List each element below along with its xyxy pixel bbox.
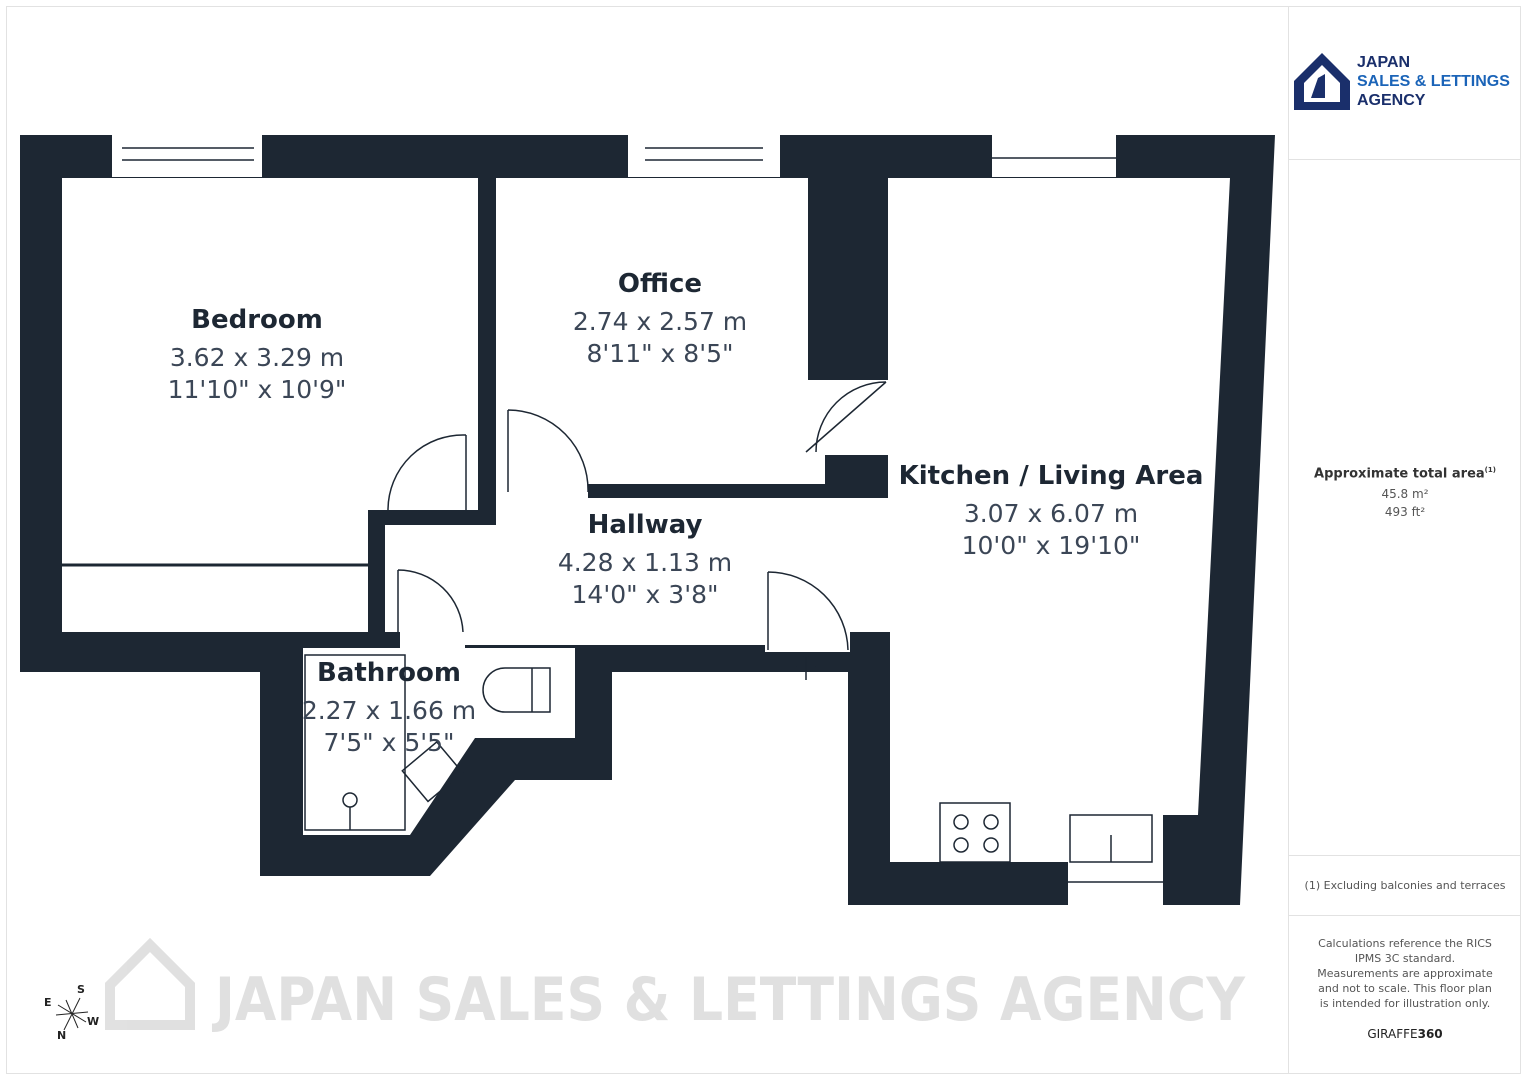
room-name: Bathroom	[317, 658, 461, 688]
area-section: Approximate total area(1) 45.8 m² 493 ft…	[1289, 160, 1521, 856]
entrance-arrow-icon	[795, 653, 817, 680]
kitchen-counter-window	[1068, 862, 1163, 905]
door-swing	[387, 434, 467, 511]
shower-tray	[304, 654, 406, 831]
svg-text:W: W	[87, 1015, 99, 1028]
fixtures	[62, 147, 1163, 883]
hallway-kitchen-floor	[385, 178, 1230, 862]
room-labels: Bedroom 3.62 x 3.29 m 11'10" x 10'9" Off…	[168, 269, 1204, 757]
room-metric: 4.28 x 1.13 m	[558, 548, 732, 577]
watermark-house-icon	[105, 937, 195, 1030]
svg-text:JAPAN SALES & LETTINGS AGENCY: JAPAN SALES & LETTINGS AGENCY	[211, 965, 1246, 1035]
door-swing	[397, 569, 464, 633]
footnote: (1) Excluding balconies and terraces	[1289, 856, 1521, 916]
window	[628, 135, 780, 177]
bathroom-floor	[303, 648, 575, 835]
room-imperial: 10'0" x 19'10"	[962, 531, 1141, 560]
room-imperial: 7'5" x 5'5"	[323, 728, 454, 757]
disclaimer-section: Calculations reference the RICS IPMS 3C …	[1289, 916, 1521, 1074]
brand-logo: JAPAN SALES & LETTINGS AGENCY	[1293, 50, 1510, 112]
room-imperial: 14'0" x 3'8"	[572, 580, 719, 609]
room-metric: 3.62 x 3.29 m	[170, 343, 344, 372]
floor-plan: JAPAN SALES & LETTINGS AGENCY Bedroom 3.…	[20, 135, 1275, 1042]
room-name: Kitchen / Living Area	[899, 461, 1204, 491]
svg-text:N: N	[57, 1029, 66, 1042]
room-metric: 3.07 x 6.07 m	[964, 499, 1138, 528]
window	[112, 135, 262, 177]
door-swing	[805, 381, 887, 453]
window	[992, 135, 1116, 177]
page-frame	[6, 6, 1521, 1074]
room-name: Office	[618, 269, 702, 299]
hall-door-gap	[400, 632, 465, 648]
room-floors	[62, 135, 1230, 905]
room-metric: 2.74 x 2.57 m	[573, 307, 747, 336]
sink	[401, 740, 464, 803]
hob	[939, 802, 1011, 863]
svg-text:S: S	[77, 983, 85, 996]
credit: GIRAFFE360	[1367, 1027, 1443, 1041]
room-name: Hallway	[588, 510, 703, 540]
office-floor	[496, 178, 888, 498]
svg-text:E: E	[44, 996, 52, 1009]
bedroom-floor	[62, 178, 478, 632]
room-metric: 2.27 x 1.66 m	[302, 696, 476, 725]
info-panel: JAPAN SALES & LETTINGS AGENCY Approximat…	[1288, 6, 1521, 1074]
kitchen-door-gap	[765, 632, 850, 652]
door-swing	[767, 571, 849, 651]
room-name: Bedroom	[191, 305, 323, 335]
watermark: JAPAN SALES & LETTINGS AGENCY	[105, 937, 1246, 1035]
toilet	[482, 667, 551, 713]
logo-section: JAPAN SALES & LETTINGS AGENCY	[1289, 6, 1521, 160]
house-logo-icon	[1294, 53, 1350, 110]
room-imperial: 11'10" x 10'9"	[168, 375, 347, 404]
compass: S E W N	[44, 983, 99, 1042]
room-imperial: 8'11" x 8'5"	[587, 339, 734, 368]
door-swing	[507, 409, 589, 493]
